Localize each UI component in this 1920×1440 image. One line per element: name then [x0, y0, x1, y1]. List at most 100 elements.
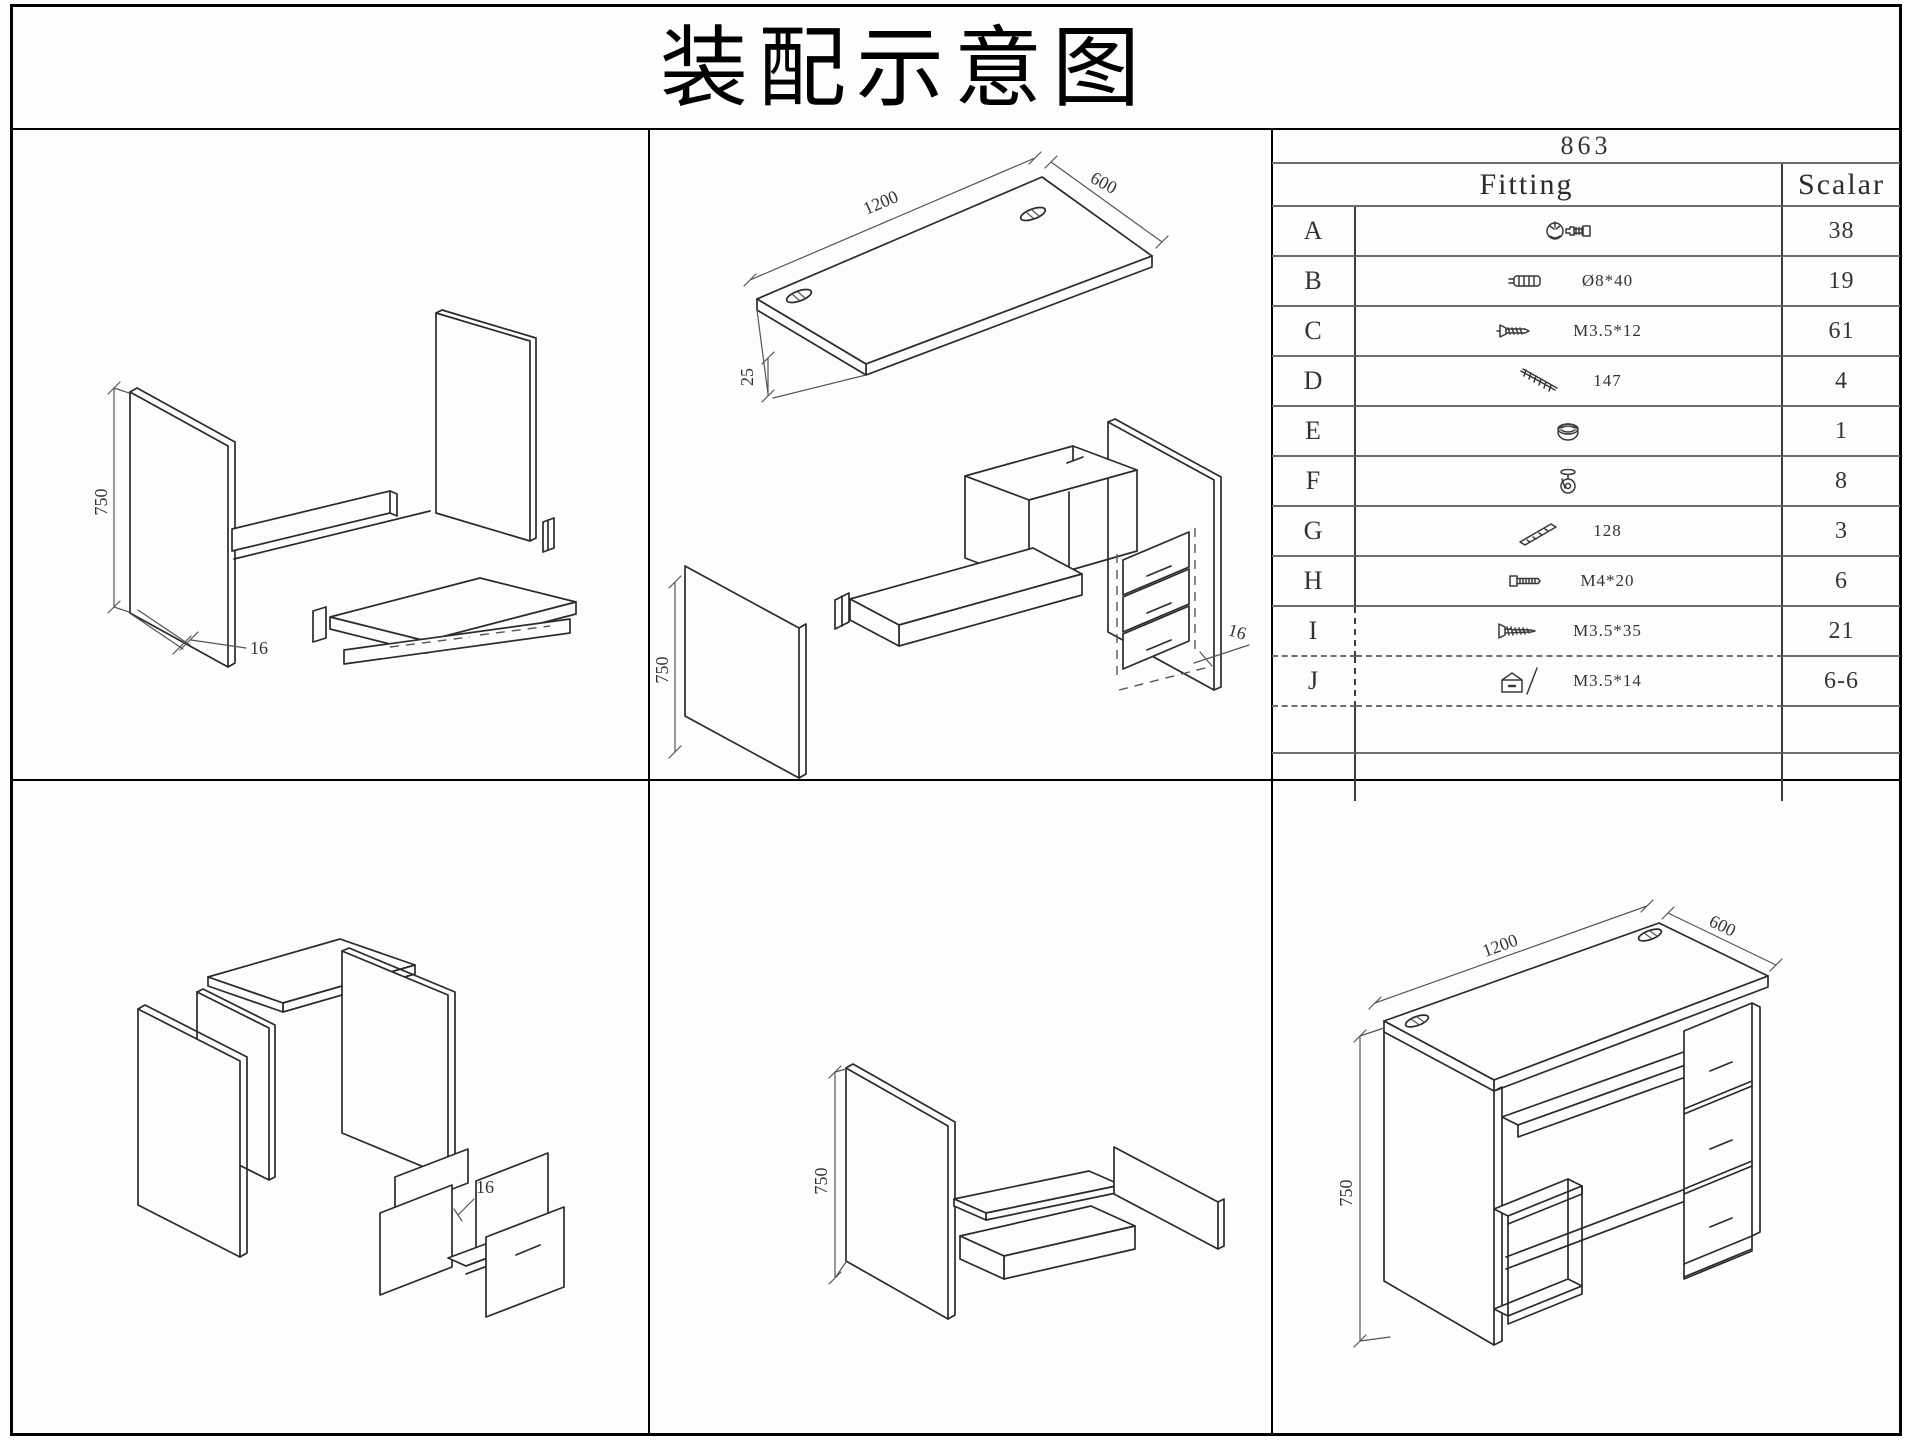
page-title: 装配示意图 [659, 21, 1151, 119]
fitting-qty: 6-6 [1783, 657, 1900, 707]
fitting-letter: I [1272, 607, 1356, 657]
fitting-qty: 19 [1783, 257, 1900, 307]
table-row: J M3.5*14 6-6 [1272, 657, 1900, 707]
dim-16-label: 16 [1226, 620, 1249, 644]
grid-divider-v1 [648, 130, 650, 1436]
dim-750: 750 [91, 381, 130, 614]
dim-600-label: 600 [1087, 168, 1120, 198]
fitting-letter: D [1272, 357, 1356, 407]
side-panel-left [137, 1004, 248, 1258]
fitting-qty: 3 [1783, 507, 1900, 557]
fitting-letter: B [1272, 257, 1356, 307]
assembly-drawing-step2: 1200 600 25 750 [652, 151, 1250, 779]
table-row: E 1 [1272, 407, 1900, 457]
cable-grommet [1019, 206, 1047, 222]
fitting-letter: J [1272, 657, 1356, 707]
dowel-icon [1508, 275, 1541, 287]
fitting-qty: 8 [1783, 457, 1900, 507]
dim-750: 750 [811, 1065, 847, 1285]
dim-25: 25 [737, 309, 867, 403]
drawer-box [959, 1205, 1136, 1280]
dim-750-label: 750 [652, 657, 672, 684]
cpu-shelf [1493, 1178, 1583, 1325]
connecting-rod-icon [1520, 368, 1558, 392]
grid-divider-h1 [10, 779, 1902, 781]
fitting-letter: H [1272, 557, 1356, 607]
assembly-drawing-step4: 750 [811, 1063, 1225, 1320]
dim-600-label: 600 [1706, 911, 1739, 941]
assembly-drawing-final: 1200 600 750 [1336, 899, 1783, 1348]
keyboard-tray [834, 547, 1083, 647]
dim-16: 16 [453, 1177, 494, 1222]
fitting-letter: F [1272, 457, 1356, 507]
back-panel [1113, 1146, 1225, 1250]
side-panel [845, 1063, 956, 1320]
fitting-letter: C [1272, 307, 1356, 357]
panel-final-assembly: 1200 600 750 [1272, 781, 1902, 1436]
drawer-parts [379, 1148, 565, 1318]
grid-divider-v2 [1271, 130, 1273, 1436]
cable-grommet [1404, 1014, 1430, 1028]
round-cap-icon [1556, 423, 1579, 441]
drawer-pedestal [1683, 1002, 1761, 1280]
side-panel-right [435, 309, 537, 542]
column-header-scalar: Scalar [1783, 164, 1900, 207]
fitting-spec: M3.5*35 [1573, 621, 1642, 640]
table-row: C M3.5*12 61 [1272, 307, 1900, 357]
panel-step1: 750 [10, 130, 649, 781]
dim-1200: 1200 [743, 151, 1042, 287]
fitting-spec: 128 [1593, 521, 1622, 540]
side-panel-left [1383, 1031, 1503, 1346]
empty-row [1272, 754, 1900, 801]
table-row: H M4*20 6 [1272, 557, 1900, 607]
parts-table-panel: 863 Fitting Scalar A 38 B [1272, 130, 1902, 801]
dim-750: 750 [1336, 1027, 1391, 1348]
dim-750: 750 [652, 575, 682, 759]
panel-step4: 750 [649, 781, 1272, 1436]
drawer-fronts [1116, 528, 1210, 691]
model-code: 863 [1272, 130, 1900, 164]
fitting-qty: 6 [1783, 557, 1900, 607]
dim-25-label: 25 [737, 368, 757, 386]
dim-750-label: 750 [811, 1168, 831, 1195]
cable-grommet [785, 288, 813, 304]
parts-table: 863 Fitting Scalar A 38 B [1272, 130, 1900, 801]
dim-16: 16 [1193, 620, 1250, 667]
drawer-runner-icon [1501, 667, 1538, 695]
dim-1200-label: 1200 [1480, 930, 1521, 961]
castor-icon [1559, 468, 1576, 494]
fitting-qty: 38 [1783, 207, 1900, 257]
fitting-qty: 1 [1783, 407, 1900, 457]
fitting-spec: M4*20 [1580, 571, 1635, 590]
side-panel-right [341, 947, 456, 1178]
table-row: I M3.5*35 21 [1272, 607, 1900, 657]
side-panel-left [129, 387, 236, 668]
bottom-shelf [312, 577, 577, 665]
bottom-rails [1505, 1184, 1697, 1270]
page-border [10, 4, 1902, 1436]
fitting-qty: 4 [1783, 357, 1900, 407]
dim-16: 16 [130, 609, 268, 658]
table-row: F 8 [1272, 457, 1900, 507]
panel-step2: 1200 600 25 750 [649, 130, 1272, 781]
long-screw-icon [1498, 623, 1536, 639]
desk-top-board [756, 176, 1153, 376]
fitting-spec: M3.5*12 [1573, 321, 1642, 340]
column-header-fitting: Fitting [1272, 164, 1783, 207]
fitting-spec: Ø8*40 [1581, 271, 1634, 290]
desk-top-board [1383, 922, 1769, 1092]
fitting-letter: A [1272, 207, 1356, 257]
fitting-letter: G [1272, 507, 1356, 557]
screw-icon [1496, 324, 1530, 338]
fitting-spec: M3.5*14 [1573, 671, 1642, 690]
panel-step3: 16 [10, 781, 649, 1436]
title-divider [10, 128, 1902, 130]
bolt-icon [1509, 575, 1542, 587]
keyboard-tray [1501, 1048, 1709, 1138]
dim-16-label: 16 [476, 1177, 494, 1197]
cam-lock-icon [1545, 221, 1591, 240]
fitting-letter: E [1272, 407, 1356, 457]
table-row: B Ø8*40 19 [1272, 257, 1900, 307]
assembly-drawing-step1: 750 [91, 309, 577, 668]
